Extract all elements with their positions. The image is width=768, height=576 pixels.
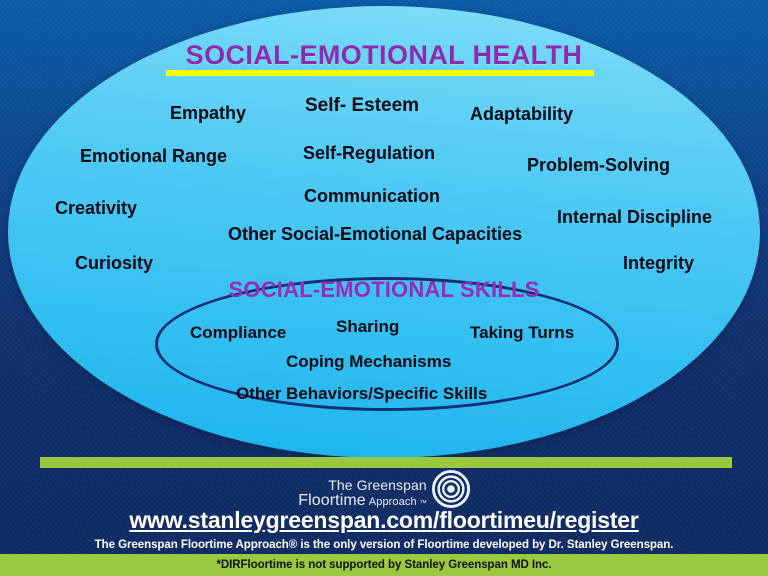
capacity-adaptability: Adaptability <box>470 104 574 124</box>
disclaimer-line-2: *DIRFloortime is not supported by Stanle… <box>216 559 552 571</box>
capacity-creativity: Creativity <box>55 198 138 218</box>
disclaimer-line-1: The Greenspan Floortime Approach® is the… <box>94 539 674 551</box>
skill-other-behaviors-specific-skills: Other Behaviors/Specific Skills <box>236 384 488 403</box>
logo-trademark-symbol: ™ <box>419 499 427 507</box>
page-title: SOCIAL-EMOTIONAL HEALTH <box>185 40 583 70</box>
registration-url[interactable]: www.stanleygreenspan.com/floortimeu/regi… <box>0 507 768 534</box>
main-title-block: SOCIAL-EMOTIONAL HEALTH <box>0 42 768 69</box>
capacity-curiosity: Curiosity <box>75 253 154 273</box>
logo-line-the-greenspan: The Greenspan <box>328 477 427 494</box>
green-separator-bar <box>40 457 732 468</box>
skill-taking-turns: Taking Turns <box>470 323 575 342</box>
inner-title: SOCIAL-EMOTIONAL SKILLS <box>228 277 540 302</box>
logo-floortime-text: Floortime <box>298 491 366 509</box>
logo-approach-text: Approach <box>368 495 417 508</box>
skill-coping-mechanisms: Coping Mechanisms <box>286 352 452 371</box>
capacity-empathy: Empathy <box>170 103 247 123</box>
skill-sharing: Sharing <box>336 317 400 336</box>
title-underline-rule <box>166 70 594 76</box>
capacity-communication: Communication <box>304 186 441 206</box>
registration-url-text[interactable]: www.stanleygreenspan.com/floortimeu/regi… <box>129 507 639 533</box>
capacity-problem-solving: Problem-Solving <box>527 155 671 175</box>
capacity-other-social-emotional-capacities: Other Social-Emotional Capacities <box>228 224 523 244</box>
capacity-internal-discipline: Internal Discipline <box>557 207 713 227</box>
concentric-spiral-logo-icon <box>431 470 470 508</box>
capacity-emotional-range: Emotional Range <box>80 146 228 166</box>
capacity-integrity: Integrity <box>623 253 695 273</box>
inner-ellipse-social-emotional-skills <box>155 277 619 411</box>
bottom-green-bar <box>0 554 768 576</box>
skill-compliance: Compliance <box>190 323 287 342</box>
capacity-self-esteem: Self- Esteem <box>305 95 420 116</box>
capacity-self-regulation: Self-Regulation <box>303 143 436 163</box>
